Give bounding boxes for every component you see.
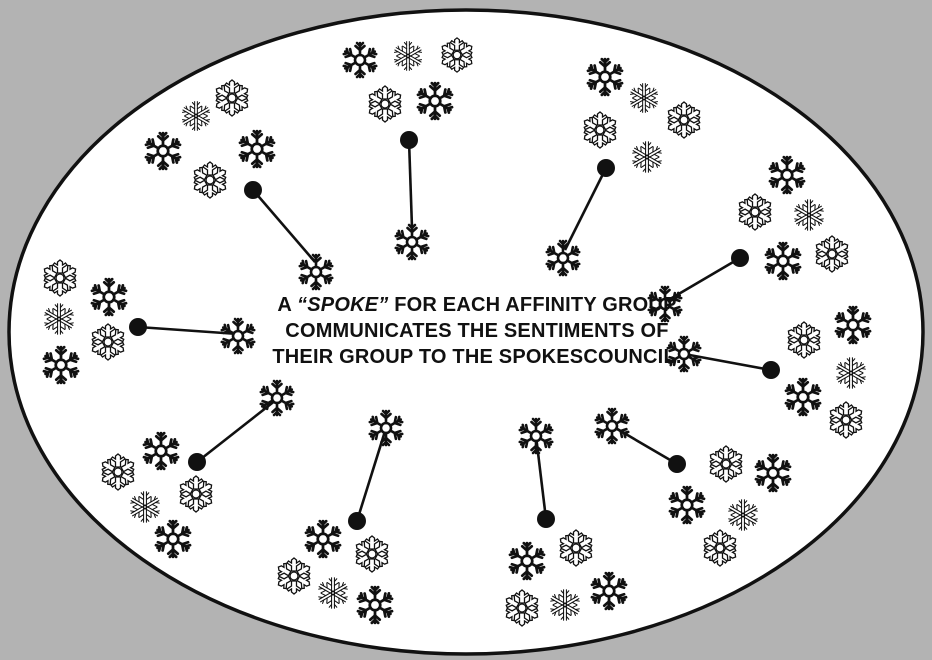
caption-prefix: A bbox=[277, 294, 297, 316]
caption-emphasis: “SPOKE” bbox=[297, 294, 388, 316]
spoke-dot-icon bbox=[348, 512, 366, 530]
spoke-dot-icon bbox=[244, 181, 262, 199]
spoke-dot-icon bbox=[129, 318, 147, 336]
caption: A “SPOKE” FOR EACH AFFINITY GROUP COMMUN… bbox=[262, 292, 692, 370]
spoke-dot-icon bbox=[188, 453, 206, 471]
spoke-dot-icon bbox=[731, 249, 749, 267]
spoke-dot-icon bbox=[668, 455, 686, 473]
spoke-dot-icon bbox=[597, 159, 615, 177]
spoke-dot-icon bbox=[762, 361, 780, 379]
spoke-dot-icon bbox=[400, 131, 418, 149]
spoke-dot-icon bbox=[537, 510, 555, 528]
